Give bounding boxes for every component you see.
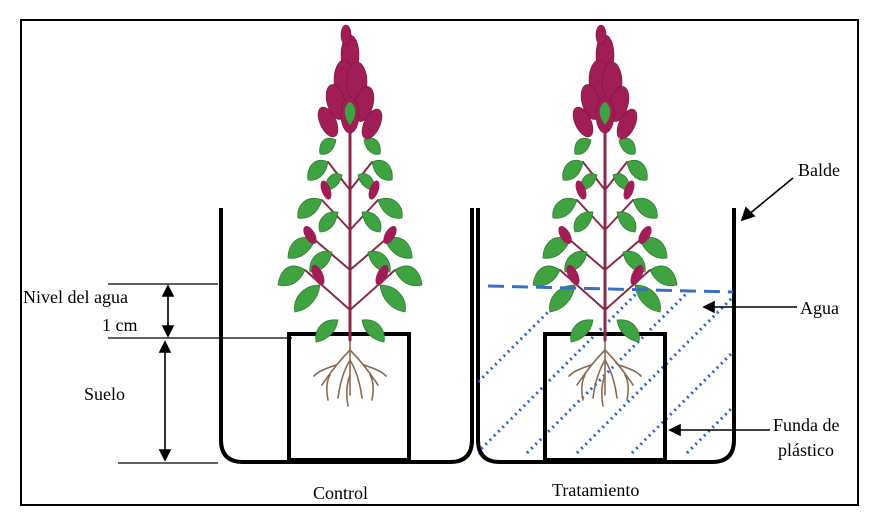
label-nivel-line1: Nivel del agua	[23, 287, 128, 307]
control-pot	[287, 332, 411, 462]
label-suelo: Suelo	[84, 384, 125, 404]
measurement-guides	[108, 283, 292, 464]
label-balde: Balde	[798, 160, 840, 180]
treatment-plant	[531, 23, 679, 408]
label-tratamiento: Tratamiento	[552, 480, 639, 500]
control-plant	[276, 23, 424, 408]
label-funda-line1: Funda de	[773, 415, 840, 435]
label-control: Control	[313, 483, 368, 503]
label-agua: Agua	[800, 298, 839, 318]
water-level-line	[487, 284, 734, 294]
pointer-arrows	[668, 177, 797, 437]
measurement-arrows	[158, 284, 175, 462]
plastic-bag-hatching	[478, 285, 733, 455]
figure-frame	[20, 19, 859, 506]
label-nivel-line2: 1 cm	[102, 315, 138, 335]
label-funda-line2: plástico	[778, 440, 834, 460]
